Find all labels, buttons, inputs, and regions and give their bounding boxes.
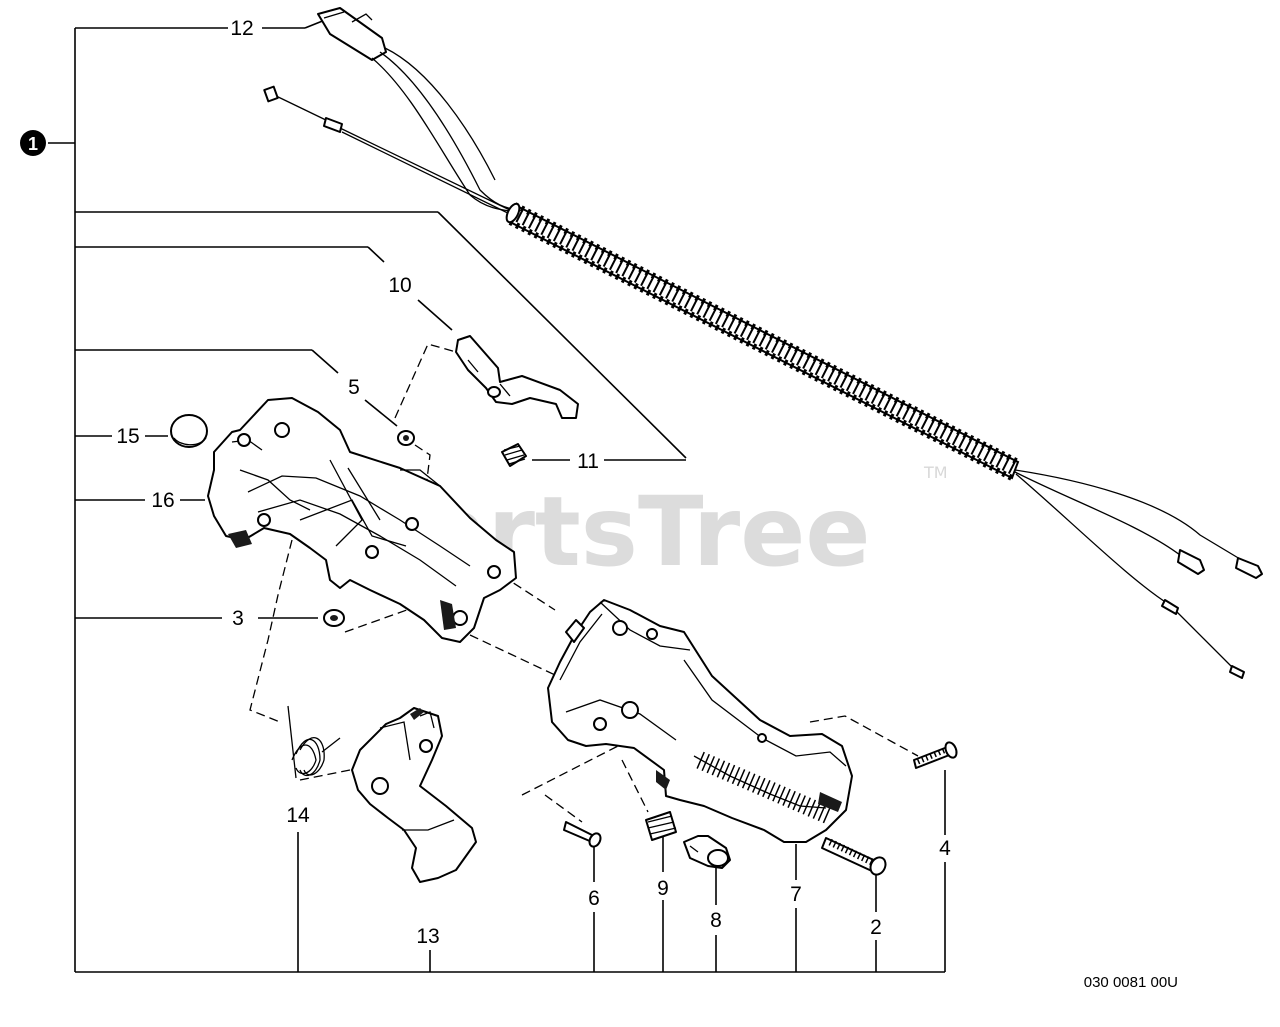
bushing-3[interactable]: [323, 609, 345, 627]
callout-11[interactable]: 11: [577, 450, 599, 473]
callout-6[interactable]: 6: [588, 887, 600, 910]
callout-7[interactable]: 7: [790, 883, 802, 906]
leader-lines: [75, 211, 946, 972]
callout-13[interactable]: 13: [416, 925, 439, 948]
screw-4[interactable]: [913, 741, 959, 769]
drawing-code: 030 0081 00U: [1084, 974, 1178, 991]
spring-11[interactable]: [501, 443, 527, 467]
callout-14[interactable]: 14: [286, 804, 310, 827]
torsion-spring-14[interactable]: [287, 705, 341, 779]
throttle-cable-harness[interactable]: [263, 7, 1263, 679]
trademark: TM: [923, 463, 948, 482]
svg-text:1: 1: [28, 134, 38, 154]
bushing-5[interactable]: [397, 430, 415, 446]
callout-9[interactable]: 9: [657, 877, 669, 900]
cap-15[interactable]: [170, 414, 208, 448]
callout-4[interactable]: 4: [939, 837, 951, 860]
callout-10[interactable]: 10: [388, 274, 411, 297]
callout-8[interactable]: 8: [710, 909, 722, 932]
callout-16[interactable]: 16: [151, 489, 174, 512]
callout-15[interactable]: 15: [116, 425, 139, 448]
throttle-trigger-13[interactable]: [351, 707, 477, 883]
callout-labels: 12 10 5 15 11 16 3 14 4 9 7 6 8 2 13: [116, 17, 951, 948]
handle-half-7[interactable]: [547, 599, 853, 843]
plunger-8[interactable]: [683, 835, 731, 869]
assembly-callout-1[interactable]: 1: [20, 130, 46, 156]
lockout-lever[interactable]: [455, 335, 579, 419]
callout-12[interactable]: 12: [230, 17, 253, 40]
screw-6[interactable]: [563, 821, 603, 849]
handle-half-16[interactable]: [207, 397, 517, 643]
screw-2[interactable]: [821, 837, 888, 877]
callout-2[interactable]: 2: [870, 916, 882, 939]
callout-3[interactable]: 3: [232, 607, 244, 630]
spring-9[interactable]: [645, 811, 677, 841]
callout-5[interactable]: 5: [348, 376, 360, 399]
